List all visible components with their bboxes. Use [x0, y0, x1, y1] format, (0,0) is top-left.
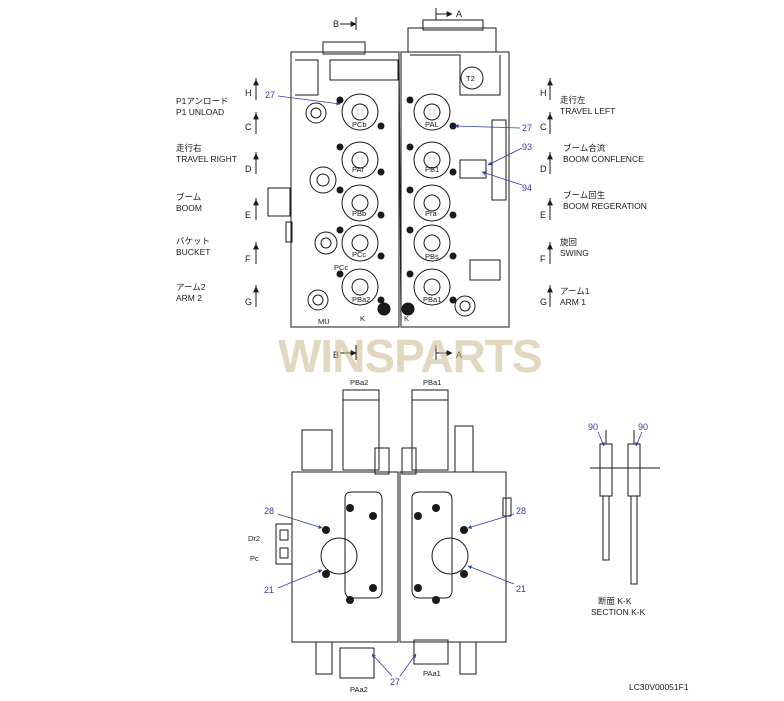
callout-28-left: 28 — [264, 506, 274, 516]
section-h-right: H — [540, 88, 547, 98]
section-f-right: F — [540, 254, 546, 264]
kk-callout-leaders — [597, 431, 643, 447]
callout-21-left: 21 — [264, 585, 274, 595]
callout-93: 93 — [522, 142, 532, 152]
section-f-left: F — [245, 254, 251, 264]
section-kk-en: SECTION K-K — [591, 607, 646, 617]
travel-right-jp: 走行右 — [176, 143, 202, 153]
section-c-right: C — [540, 122, 547, 132]
callout-27-top-left: 27 — [265, 90, 275, 100]
port-pal: PAL — [425, 120, 439, 129]
section-b-bottom: B — [333, 350, 339, 360]
section-g-right: G — [540, 297, 547, 307]
port-paa1: PAa1 — [423, 669, 441, 678]
callout-90-right: 90 — [638, 422, 648, 432]
port-pra: Pra — [425, 209, 438, 218]
boom-conflence-jp: ブーム合流 — [563, 143, 606, 153]
section-k-left: K — [360, 314, 365, 323]
arm2-jp: アーム2 — [176, 282, 206, 292]
section-kk-view — [590, 430, 660, 585]
top-port-labels: T2 PCb PAr PBb PCc PCc PBa2 MU PAL PB1 P… — [318, 74, 475, 326]
bottom-view — [275, 389, 512, 679]
section-kk-jp: 断面 K-K — [598, 596, 632, 606]
port-paa2: PAa2 — [350, 685, 368, 694]
section-b-top: B — [333, 19, 339, 29]
p1-unload-en: P1 UNLOAD — [176, 107, 224, 117]
callout-21-right: 21 — [516, 584, 526, 594]
section-c-left: C — [245, 122, 252, 132]
callout-28-right: 28 — [516, 506, 526, 516]
port-dr2: Dr2 — [248, 534, 260, 543]
boom-regeration-en: BOOM REGERATION — [563, 201, 647, 211]
boom-conflence-en: BOOM CONFLENCE — [563, 154, 644, 164]
bottom-callouts: 28 21 28 21 27 — [264, 506, 526, 687]
bottom-port-pba1: PBa1 — [423, 378, 441, 387]
section-a-top: A — [456, 9, 462, 19]
top-callout-leaders — [277, 95, 523, 186]
port-pba1: PBa1 — [423, 295, 441, 304]
port-t2: T2 — [466, 74, 475, 83]
left-function-labels: P1アンロード P1 UNLOAD 走行右 TRAVEL RIGHT ブーム B… — [176, 96, 237, 303]
drawing-id: LC30V00051F1 — [629, 682, 689, 692]
port-pcc-in: PCc — [352, 250, 366, 259]
bucket-jp: バケット — [176, 236, 210, 246]
bottom-view-bolts — [322, 504, 468, 604]
top-view — [267, 19, 510, 328]
swing-en: SWING — [560, 248, 589, 258]
section-d-left: D — [245, 164, 252, 174]
bottom-right-block — [399, 471, 507, 643]
bottom-callout-leaders — [277, 513, 515, 677]
bottom-port-labels: PBa2 PBa1 Dr2 Pc PAa2 PAa1 — [248, 378, 441, 694]
bucket-en: BUCKET — [176, 247, 210, 257]
section-e-right: E — [540, 210, 546, 220]
travel-left-en: TRAVEL LEFT — [560, 106, 615, 116]
swing-jp: 旋回 — [560, 237, 577, 247]
port-pba2: PBa2 — [352, 295, 370, 304]
callout-27-top-right: 27 — [522, 123, 532, 133]
watermark: WINSPARTS — [278, 330, 542, 382]
boom-jp: ブーム — [176, 192, 201, 202]
port-pc: Pc — [250, 554, 259, 563]
port-pb1: PB1 — [425, 165, 439, 174]
section-k-right: K — [404, 314, 409, 323]
callout-27-bottom: 27 — [390, 677, 400, 687]
arm2-en: ARM 2 — [176, 293, 202, 303]
left-valve-block — [290, 51, 400, 328]
section-h-left: H — [245, 88, 252, 98]
right-valve-block — [400, 51, 510, 328]
arm1-en: ARM 1 — [560, 297, 586, 307]
port-pbs: PBs — [425, 252, 439, 261]
port-par: PAr — [352, 165, 364, 174]
section-markers-top — [340, 8, 453, 360]
section-e-left: E — [245, 210, 251, 220]
p1-unload-jp: P1アンロード — [176, 96, 229, 106]
callout-90-left: 90 — [588, 422, 598, 432]
top-callouts: 27 27 93 94 — [265, 90, 532, 193]
section-g-left: G — [245, 297, 252, 307]
port-mu: MU — [318, 317, 330, 326]
boom-en: BOOM — [176, 203, 202, 213]
right-function-labels: 走行左 TRAVEL LEFT ブーム合流 BOOM CONFLENCE ブーム… — [560, 95, 647, 307]
bottom-port-pba2: PBa2 — [350, 378, 368, 387]
port-pbb: PBb — [352, 209, 366, 218]
section-a-bottom: A — [456, 350, 462, 360]
travel-right-en: TRAVEL RIGHT — [176, 154, 237, 164]
boom-regeration-jp: ブーム回生 — [563, 190, 606, 200]
section-d-right: D — [540, 164, 547, 174]
port-pcb: PCb — [352, 120, 367, 129]
port-pcc-out: PCc — [334, 263, 348, 272]
travel-left-jp: 走行左 — [560, 95, 586, 105]
callout-94: 94 — [522, 183, 532, 193]
arm1-jp: アーム1 — [560, 286, 590, 296]
